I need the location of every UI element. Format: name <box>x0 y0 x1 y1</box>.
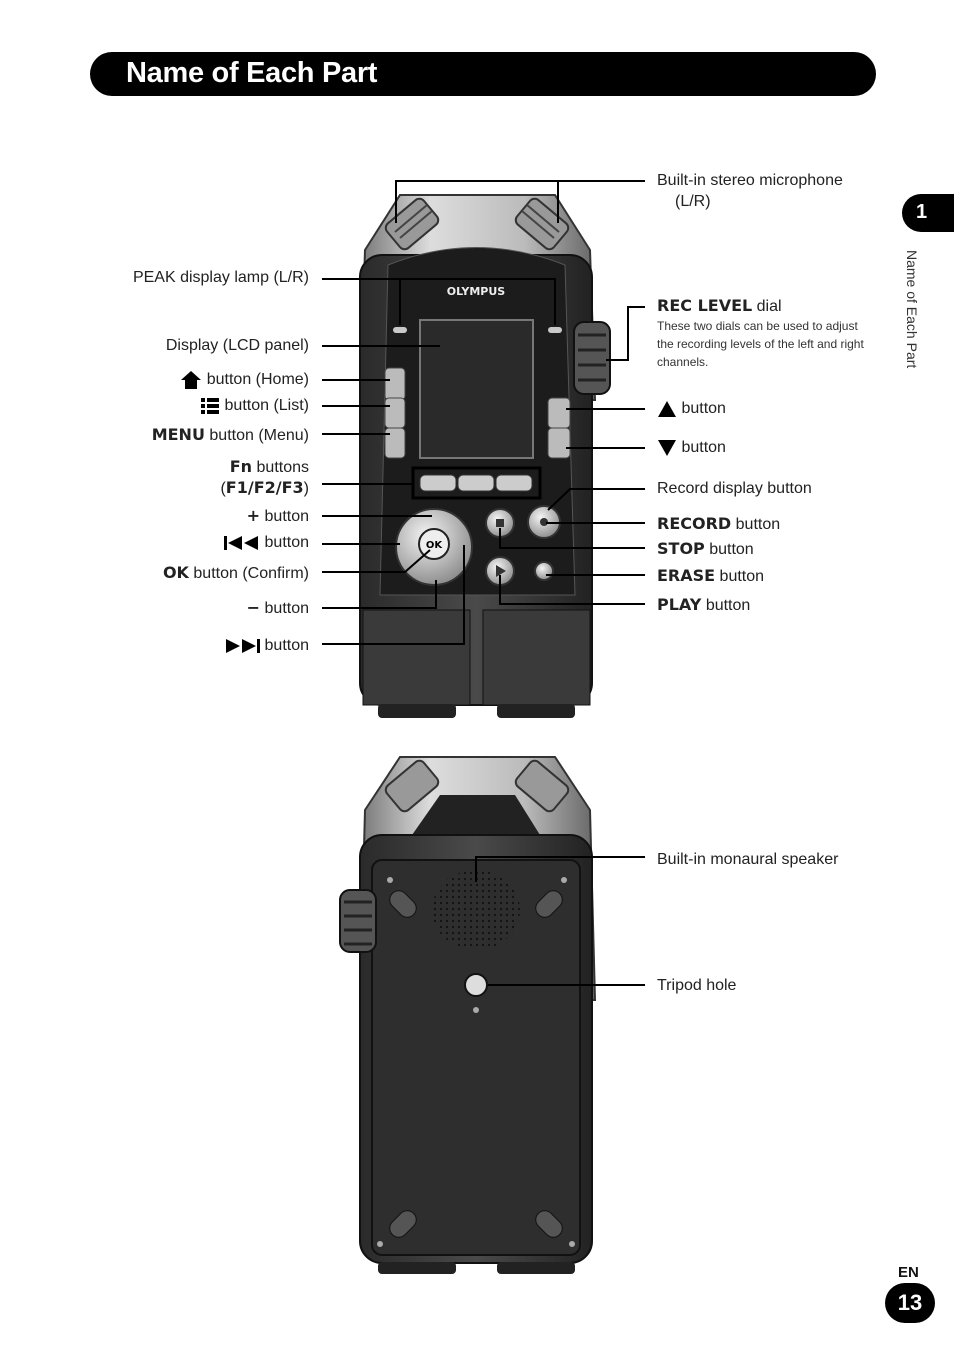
back-view <box>339 756 597 1274</box>
tripod-hole <box>464 973 488 997</box>
f2-button[interactable] <box>457 474 495 492</box>
label-fn: Fn buttons <box>230 457 309 477</box>
label-minus-text: button <box>264 600 309 617</box>
label-stop-key: STOP <box>657 539 705 558</box>
label-rec-level-key: REC LEVEL <box>657 296 753 315</box>
title-bar: Name of Each Part <box>90 52 876 96</box>
right-microphone <box>514 197 570 251</box>
next-icon <box>226 638 261 653</box>
erase-button[interactable] <box>534 561 554 581</box>
label-record: RECORD button <box>657 514 780 534</box>
f1-button[interactable] <box>419 474 457 492</box>
label-up: button <box>657 400 726 418</box>
label-play: PLAY button <box>657 595 750 615</box>
label-list-text: button (List) <box>224 397 309 415</box>
up-triangle-icon <box>658 401 676 417</box>
home-button[interactable] <box>384 367 406 401</box>
label-plus: + button <box>247 506 309 526</box>
lcd-panel <box>419 319 534 459</box>
label-prev-text: button <box>264 534 309 551</box>
label-down: button <box>657 439 726 457</box>
label-record-key: RECORD <box>657 514 732 533</box>
front-view: OLYMPUS OK <box>358 194 611 718</box>
list-icon <box>201 398 220 414</box>
label-down-text: button <box>681 439 726 457</box>
label-stop-text: button <box>709 541 754 558</box>
label-rec-display: Record display button <box>657 480 812 497</box>
label-ok-key: OK <box>162 563 189 582</box>
label-prev: button <box>224 534 309 552</box>
label-list: button (List) <box>200 396 309 416</box>
label-rec-level-text: dial <box>756 298 782 315</box>
list-button[interactable] <box>384 397 406 429</box>
chapter-tab[interactable]: 1 <box>902 194 954 232</box>
back-leader-lines <box>475 856 645 986</box>
label-home-text: button (Home) <box>206 371 309 389</box>
language-label: EN <box>898 1264 919 1281</box>
label-plus-text: button <box>264 508 309 525</box>
label-menu-key: MENU <box>151 425 205 444</box>
label-erase-text: button <box>719 568 765 585</box>
label-menu-text: button (Menu) <box>209 427 309 444</box>
speaker-grille <box>432 870 520 950</box>
ok-button-label: OK <box>426 540 444 551</box>
label-minus: − button <box>247 598 309 618</box>
label-fn-keys: (F1/F2/F3) <box>220 478 309 497</box>
page-number: 13 <box>885 1283 935 1323</box>
chapter-side-label: Name of Each Part <box>904 250 920 369</box>
up-button[interactable] <box>547 397 571 429</box>
label-ok: OK button (Confirm) <box>163 563 309 583</box>
label-fn-key: Fn <box>229 457 253 476</box>
label-fn-text: buttons <box>256 459 309 476</box>
chapter-number: 1 <box>916 201 928 223</box>
label-play-key: PLAY <box>657 595 702 614</box>
peak-lamp-left <box>393 327 407 333</box>
label-next: button <box>224 637 309 655</box>
down-triangle-icon <box>658 440 676 456</box>
left-microphone <box>384 197 440 251</box>
label-menu: MENU button (Menu) <box>152 425 309 445</box>
label-rec-level: REC LEVEL dial <box>657 296 782 316</box>
label-erase-key: ERASE <box>657 566 716 585</box>
home-icon <box>181 371 202 389</box>
label-up-text: button <box>681 400 726 418</box>
down-button[interactable] <box>547 427 571 459</box>
label-mic: Built-in stereo microphone <box>657 172 843 189</box>
label-play-text: button <box>705 597 751 614</box>
label-tripod: Tripod hole <box>657 977 737 994</box>
ok-button[interactable] <box>418 528 450 560</box>
label-fn-keys-text: F1/F2/F3 <box>225 478 304 497</box>
label-record-text: button <box>735 516 781 533</box>
label-rec-level-desc: These two dials can be used to adjust th… <box>657 319 864 369</box>
page-title: Name of Each Part <box>126 57 378 89</box>
label-ok-text: button (Confirm) <box>193 565 309 582</box>
rec-level-dial[interactable] <box>573 321 611 395</box>
label-plus-key: + <box>246 506 261 525</box>
menu-button[interactable] <box>384 427 406 459</box>
peak-lamp-right <box>548 327 562 333</box>
front-leader-lines <box>322 180 645 645</box>
label-next-text: button <box>264 637 309 654</box>
label-minus-key: − <box>246 598 261 617</box>
f3-button[interactable] <box>495 474 533 492</box>
label-display: Display (LCD panel) <box>165 337 309 354</box>
label-stop: STOP button <box>657 539 754 559</box>
label-home: button (Home) <box>180 370 309 390</box>
label-erase: ERASE button <box>657 566 764 586</box>
brand-logo: OLYMPUS <box>447 285 506 298</box>
label-speaker: Built-in monaural speaker <box>657 851 839 868</box>
label-mic-sub: (L/R) <box>675 193 711 210</box>
label-peak-lamp: PEAK display lamp (L/R) <box>132 269 309 286</box>
prev-icon <box>224 535 259 550</box>
